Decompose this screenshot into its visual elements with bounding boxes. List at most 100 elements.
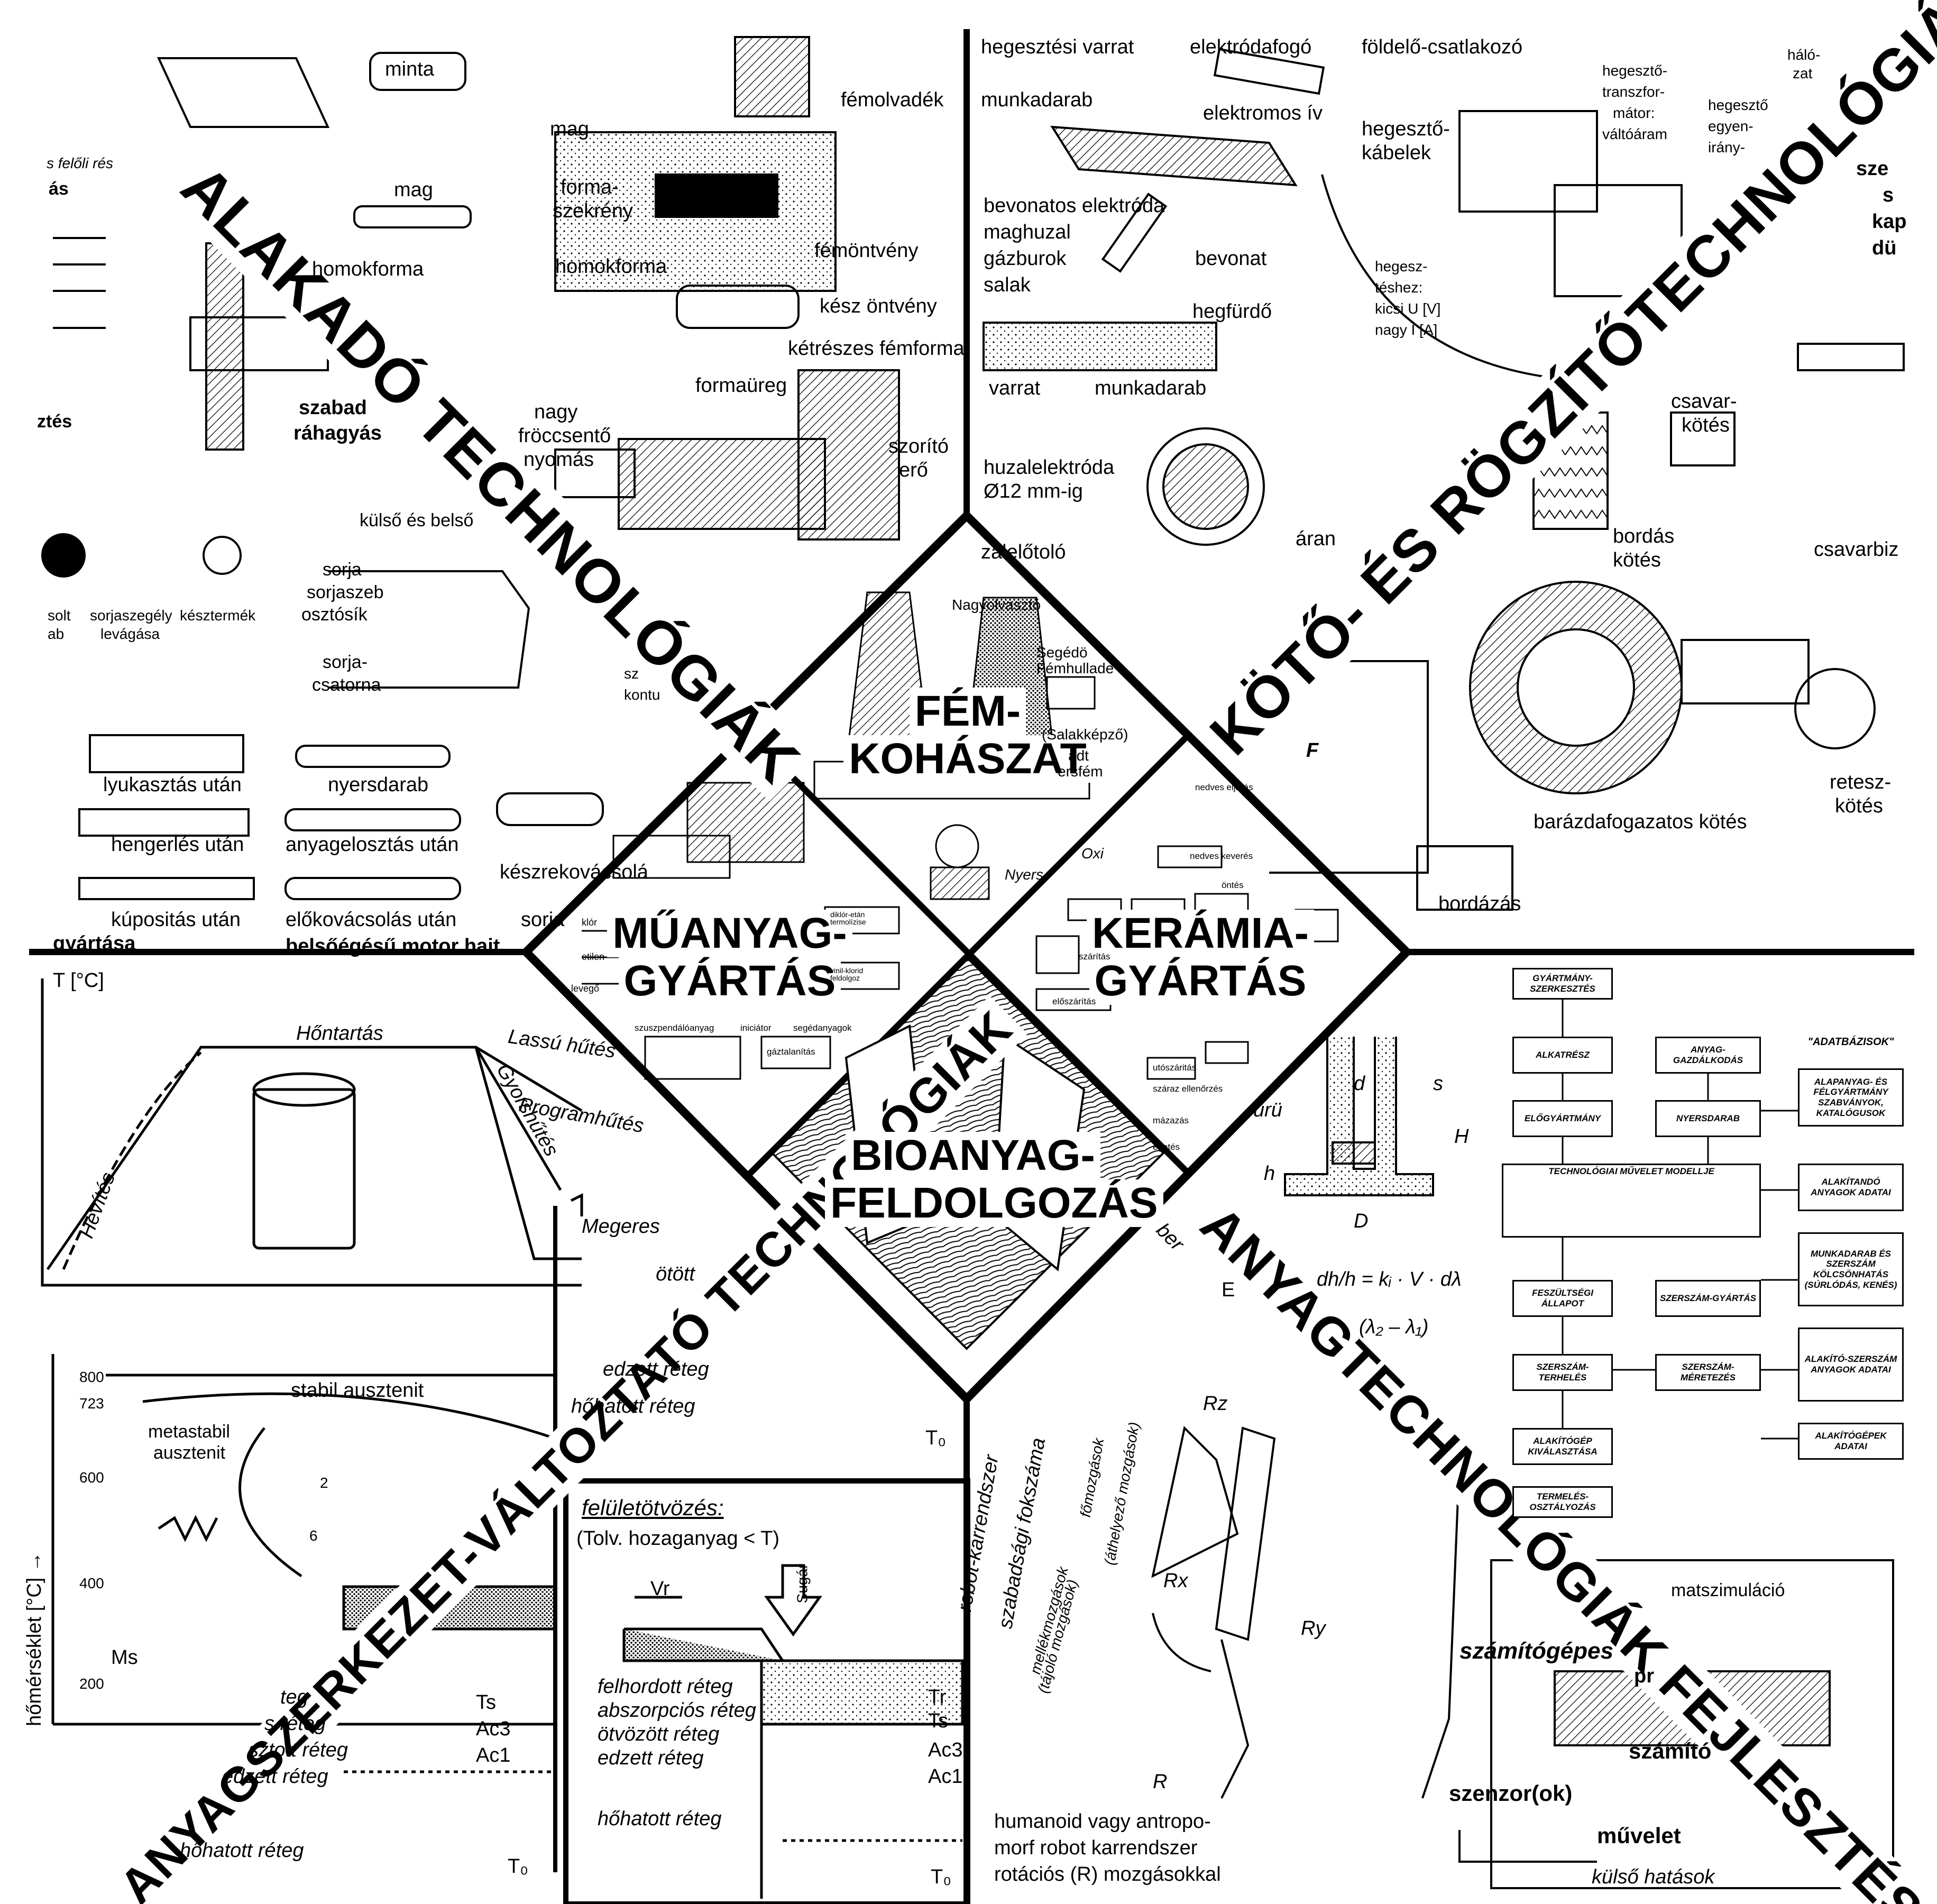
flow-alakitogepek: ALAKÍTÓGÉPEK ADATAI [1798,1423,1904,1460]
lbl-csavarbiz: csavarbiz [1814,538,1899,561]
lbl-humanoid-3: rotációs (R) mozgásokkal [994,1863,1221,1885]
lbl-mag2: mag [550,118,589,140]
felulet-art [563,1478,970,1904]
lbl-kontu-2: kontu [624,686,660,703]
lbl-kap: kap [1872,210,1907,233]
lbl-homokforma2: homokforma [555,255,667,278]
lbl-sorjacsatorna-1: sorja- [323,652,368,672]
lbl-bevonatos: bevonatos elektróda [984,195,1165,217]
lbl-retesz-2: kötés [1835,795,1883,817]
lbl-szabad: szabad [299,397,367,419]
lbl-R: R [1153,1771,1168,1793]
lbl-transz-1: hegesztő- [1602,62,1667,79]
lbl-bordas-2: kötés [1613,549,1661,571]
lbl-froccsento: fröccsentő [518,425,611,447]
lbl-anyagelosztas: anyagelosztás után [286,834,459,856]
lbl-t200: 200 [79,1676,104,1692]
lbl-felulet-Ac3: Ac3 [928,1739,963,1761]
lbl-gazburok: gázburok [984,248,1067,270]
lbl-egyen-1: hegesztő [1708,97,1768,113]
lbl-osztosik: osztósík [301,605,368,625]
lbl-felhordott: felhordott réteg [598,1676,733,1698]
lbl-szaritas: szárítás [1079,951,1110,962]
lbl-keszterm: késztermék [180,607,256,624]
lbl-etilen: etilen [582,951,605,962]
lbl-d: d [1354,1073,1365,1095]
lbl-edzett: edzett réteg [598,1747,704,1769]
lbl-t400: 400 [79,1575,104,1591]
lbl-foldelo: földelő-csatlakozó [1362,36,1523,58]
lbl-iniciator: iniciátor [740,1023,772,1033]
lbl-as: ás [49,179,69,199]
lbl-egetes: égetés [1153,1142,1180,1152]
lbl-megeres: Megeres [582,1215,660,1238]
lbl-halo-2: zat [1793,65,1813,81]
lbl-sorja3: sorja [521,909,565,931]
flow-alapanyag: ALAPANYAG- ÉS FÉLGYÁRTMÁNY SZABVÁNYOK, K… [1798,1068,1904,1127]
lbl-hontartas: Hőntartás [296,1022,383,1045]
lbl-huzalelektroda: huzalelektróda [984,456,1115,479]
koto-art [983,48,1905,911]
label-femkohaszat: FÉM-KOHÁSZAT [836,688,1100,783]
lbl-szuszpenzio: szuszpendálóanyag [635,1023,714,1033]
lbl-keveres: nedves keverés [1190,851,1253,861]
lbl-sorja: sorja [323,560,362,580]
lbl-transz-4: váltóáram [1602,126,1667,142]
lbl-reteg1: teg [280,1686,308,1708]
lbl-adatbazisok: "ADATBÁZISOK" [1807,1036,1894,1048]
lbl-sorjaszegely-1: sorjaszegély [90,607,172,624]
flow-alakitando: ALAKÍTANDÓ ANYAGOK ADATAI [1798,1164,1904,1211]
lbl-eljaras: nedves eljárás [1195,782,1253,792]
lbl-bordas-1: bordás [1613,525,1675,547]
lbl-homerseklet: hőmérséklet [°C] → [23,1552,45,1726]
lbl-transz-2: transzfor- [1602,84,1665,100]
lbl-D: D [1354,1210,1369,1232]
lbl-hegeszteshez-1: hegesz- [1375,258,1428,274]
lbl-ab: ab [48,626,65,642]
lbl-ero: erő [899,459,928,481]
lbl-sze: sze [1856,158,1889,180]
lbl-adt: adt [1068,747,1089,764]
lbl-metastabil-1: metastabil [148,1422,230,1442]
lbl-mag: mag [394,179,433,201]
lbl-uru: ürü [1253,1099,1282,1121]
lbl-csavar-1: csavar- [1671,390,1737,413]
lbl-hegesztesi-varrat: hegesztési varrat [981,36,1134,58]
lbl-utoszarit: utószáritás [1153,1063,1197,1073]
lbl-stabil: stabil ausztenit [291,1379,424,1402]
lbl-solt: solt [48,607,71,624]
lbl-s: s [1883,184,1894,206]
lbl-szamito: számító [1629,1738,1712,1763]
lbl-hohatott-r: hőhatott réteg [571,1395,695,1417]
lbl-formaureg: formaüreg [695,374,787,397]
lbl-feloli: s felőli rés [47,155,114,171]
lbl-otvozott: ötvözött réteg [598,1723,720,1745]
flow-munkadarab-szerszam: MUNKADARAB ÉS SZERSZÁM KÖLCSÖNHATÁS (SÚR… [1798,1232,1904,1306]
lbl-To: T₀ [508,1855,528,1878]
lbl-sorjaszeb: sorjaszeb [307,582,384,602]
lbl-ontes: öntés [1222,880,1244,890]
lbl-kuposit: kúpositás után [111,909,241,931]
lbl-rahagyas: ráhagyás [293,422,382,444]
lbl-felulet-Ac1: Ac1 [928,1765,963,1788]
lbl-segedanyag: segédanyagok [793,1023,852,1033]
lbl-klor: klór [582,917,598,928]
flow-termeles: TERMELÉS-OSZTÁLYOZÁS [1512,1486,1613,1518]
flow-alakito-szerszam: ALAKÍTÓ-SZERSZÁM ANYAGOK ADATAI [1798,1328,1904,1402]
lbl-felulet-sub: (Tolv. hozaganyag < T) [576,1527,780,1550]
lbl-szenzor: szenzor(ok) [1449,1781,1573,1806]
lbl-Ry: Ry [1301,1617,1326,1640]
lbl-elektromos-iv: elektromos ív [1203,102,1323,124]
lbl-du: dü [1872,237,1897,259]
heat-treat-art [41,978,583,1872]
lbl-hengerles: hengerlés után [111,834,244,856]
lbl-nagyolvaszto: Nagyolvasztó [952,597,1041,613]
lbl-ketreszes: kétrészes fémforma [788,337,965,360]
flow-connectors [1562,1000,1798,1440]
flow-elogyartmany: ELŐGYÁRTMÁNY [1512,1100,1613,1137]
lbl-transz-3: mátor: [1613,105,1655,121]
lbl-Ms: Ms [111,1646,138,1669]
flow-alkatresz: ALKATRÉSZ [1512,1037,1613,1074]
lbl-Ts: Ts [476,1691,496,1714]
label-keramiagyartas: KERÁMIA-GYÁRTÁS [1068,910,1333,1005]
